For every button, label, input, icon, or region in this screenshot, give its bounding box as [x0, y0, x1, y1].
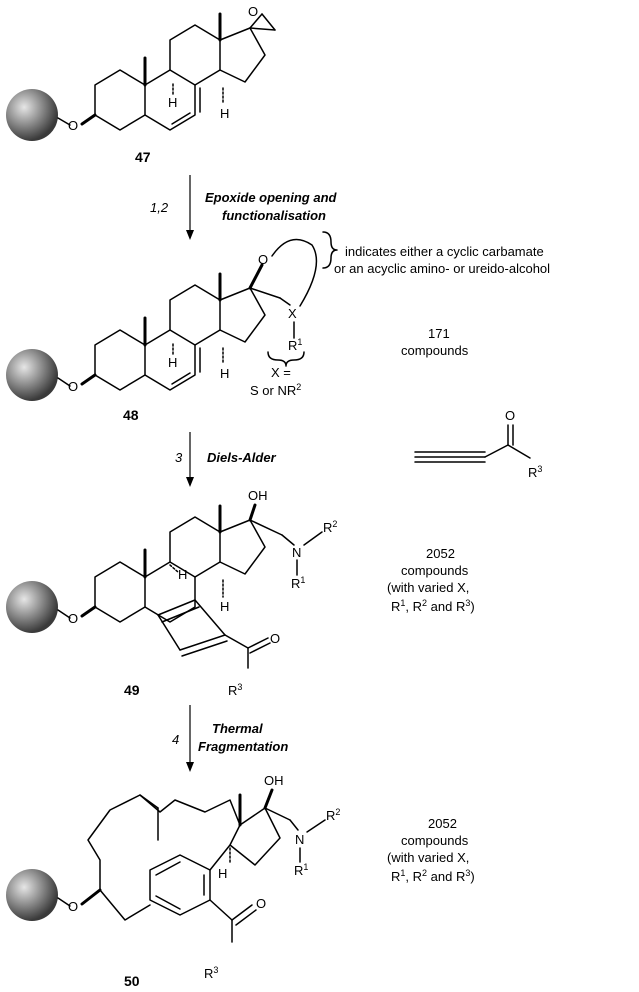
arrow-head-2 [186, 477, 194, 487]
step-1-condition-line1: Epoxide opening and [205, 190, 338, 205]
resin-bead-icon [6, 349, 58, 401]
count-49-number: 2052 [426, 546, 455, 561]
count-49-varied: (with varied X, [387, 580, 469, 595]
atom-o-49: O [68, 611, 78, 626]
compound-label-50: 50 [124, 973, 140, 989]
compound-49-structure: O OH N R2 R1 O R3 H H [6, 488, 337, 698]
count-50-number: 2052 [428, 816, 457, 831]
step-3-condition-line1: Thermal [212, 721, 263, 736]
count-50-r-groups: R1, R2 and R3) [391, 868, 475, 884]
epoxide-o-47: O [248, 4, 258, 19]
r1-48: R1 [288, 337, 302, 353]
resin-bead-icon [6, 89, 58, 141]
r2-50: R2 [326, 807, 340, 823]
arrow-head-3 [186, 762, 194, 772]
step-2-condition: Diels-Alder [207, 450, 277, 465]
atom-o-48-c17: O [258, 252, 268, 267]
x-definition-values: S or NR2 [250, 382, 301, 398]
oh-49: OH [248, 488, 268, 503]
r2-49: R2 [323, 519, 337, 535]
n-49: N [292, 545, 301, 560]
count-48-unit: compounds [401, 343, 469, 358]
count-49-unit: compounds [401, 563, 469, 578]
h-48-b: H [220, 366, 229, 381]
atom-o-47: O [68, 118, 78, 133]
step-3-condition-line2: Fragmentation [198, 739, 288, 754]
x-definition-label: X = [271, 365, 291, 380]
step-3-number: 4 [172, 732, 179, 747]
h-49-a: H [178, 567, 187, 582]
compound-label-49: 49 [124, 682, 140, 698]
ynone-reagent: O R3 [414, 408, 542, 480]
annotation-indicates-line1: indicates either a cyclic carbamate [345, 244, 544, 259]
ynone-o: O [505, 408, 515, 423]
h-49-b: H [220, 599, 229, 614]
r3-50: R3 [204, 965, 218, 981]
h-50: H [218, 866, 227, 881]
resin-bead-icon [6, 581, 58, 633]
arrow-head-1 [186, 230, 194, 240]
h-47-a: H [168, 95, 177, 110]
compound-48-structure: O O X R1 H H [6, 231, 338, 401]
r3-49: R3 [228, 682, 242, 698]
step-1-condition-line2: functionalisation [222, 208, 326, 223]
step-1-number: 1,2 [150, 200, 169, 215]
count-50-varied: (with varied X, [387, 850, 469, 865]
resin-bead-icon [6, 869, 58, 921]
atom-o-50: O [68, 899, 78, 914]
oh-50: OH [264, 773, 284, 788]
ynone-r3: R3 [528, 464, 542, 480]
count-49-r-groups: R1, R2 and R3) [391, 598, 475, 614]
count-48-number: 171 [428, 326, 450, 341]
n-50: N [295, 832, 304, 847]
ketone-o-50: O [256, 896, 266, 911]
h-48-a: H [168, 355, 177, 370]
compound-50-structure: O OH N R2 R1 O R3 H [6, 773, 340, 981]
ketone-o-49: O [270, 631, 280, 646]
compound-label-48: 48 [123, 407, 139, 423]
atom-o-48: O [68, 379, 78, 394]
r1-49: R1 [291, 575, 305, 591]
count-50-unit: compounds [401, 833, 469, 848]
step-2-number: 3 [175, 450, 183, 465]
annotation-indicates-line2: or an acyclic amino- or ureido-alcohol [334, 261, 550, 276]
compound-47-structure: O O H H [6, 4, 276, 141]
compound-label-47: 47 [135, 149, 151, 165]
h-47-b: H [220, 106, 229, 121]
r1-50: R1 [294, 862, 308, 878]
atom-x-48: X [288, 306, 297, 321]
